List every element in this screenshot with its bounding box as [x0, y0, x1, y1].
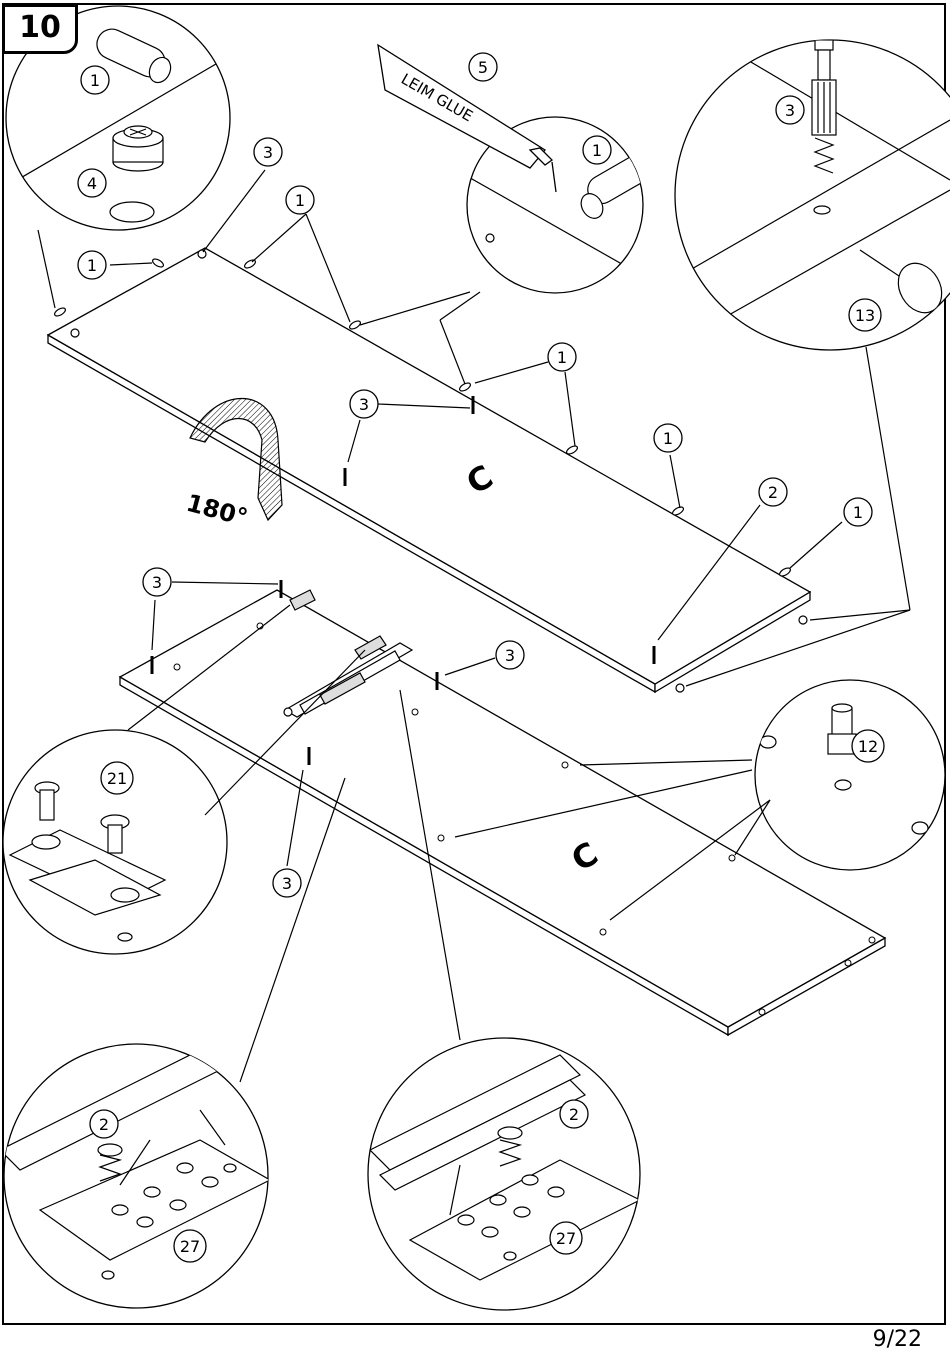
callout-2: 2 [768, 483, 778, 502]
step-number-box: 10 [2, 4, 78, 54]
callout-3: 3 [505, 646, 515, 665]
detail-slide-left [0, 1040, 270, 1308]
callout-3: 3 [282, 874, 292, 893]
callout-5: 5 [478, 58, 488, 77]
callout-1: 1 [87, 256, 97, 275]
callout-3: 3 [263, 143, 273, 162]
callout-2: 2 [99, 1115, 109, 1134]
callout-12: 12 [858, 737, 878, 756]
callout-1: 1 [663, 429, 673, 448]
callout-4: 4 [87, 174, 97, 193]
callout-1: 1 [853, 503, 863, 522]
callout-1: 1 [592, 141, 602, 160]
callout-1: 1 [90, 71, 100, 90]
detail-shelf-pin [755, 680, 945, 870]
callout-27: 27 [556, 1229, 576, 1248]
callout-1: 1 [557, 348, 567, 367]
callout-3: 3 [152, 573, 162, 592]
rotation-label: 180° [183, 489, 250, 532]
detail-slide-right [368, 1038, 640, 1310]
callout-2: 2 [569, 1105, 579, 1124]
callout-13: 13 [855, 306, 875, 325]
callout-3: 3 [785, 101, 795, 120]
callout-3: 3 [359, 395, 369, 414]
step-number: 10 [5, 10, 75, 45]
top-panel [48, 248, 810, 692]
detail-connector-bolt [675, 20, 950, 350]
page-number: 9/22 [873, 1327, 922, 1352]
callout-21: 21 [107, 769, 127, 788]
callout-1: 1 [295, 191, 305, 210]
callout-27: 27 [180, 1237, 200, 1256]
